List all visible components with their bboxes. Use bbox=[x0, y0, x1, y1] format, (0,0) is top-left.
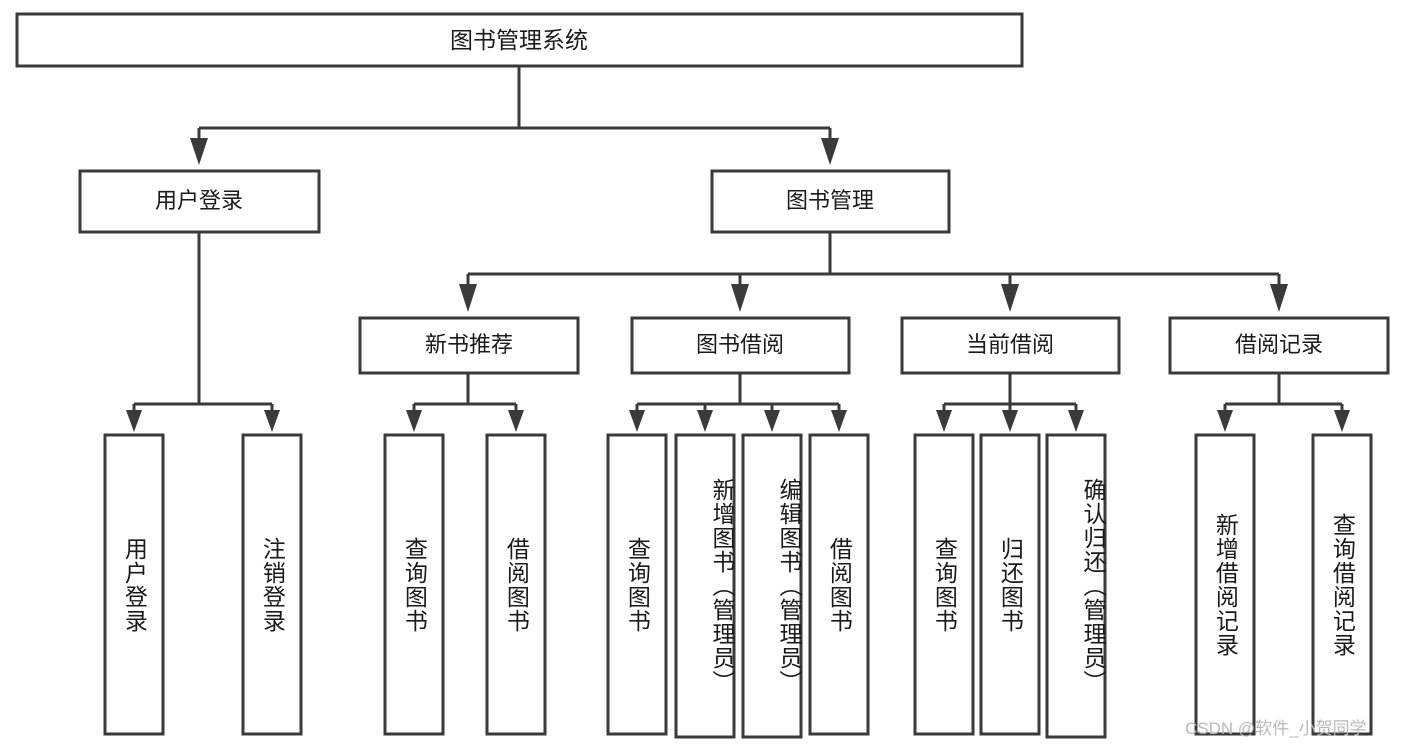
node-book-management-label: 图书管理 bbox=[786, 188, 874, 213]
edge-group-borrow-record bbox=[1217, 373, 1350, 432]
arrow-head-icon bbox=[406, 410, 422, 432]
node-book-borrow-box[interactable] bbox=[630, 316, 851, 375]
watermark-text: CSDN @软件_小贺同学 bbox=[1185, 719, 1367, 738]
arrow-head-icon bbox=[1270, 284, 1288, 312]
edge-group-current-borrow bbox=[936, 373, 1084, 432]
arrow-head-icon bbox=[731, 284, 749, 312]
node-borrow-record[interactable]: 借阅记录 bbox=[1168, 316, 1390, 375]
node-current-borrow-box[interactable] bbox=[900, 316, 1121, 375]
node-book-borrow[interactable]: 图书借阅 bbox=[630, 316, 851, 375]
node-current-borrow[interactable]: 当前借阅 bbox=[900, 316, 1121, 375]
node-new-book-recommend[interactable]: 新书推荐 bbox=[358, 316, 580, 375]
leaf-box-return-book[interactable] bbox=[979, 433, 1041, 736]
arrow-head-icon bbox=[126, 410, 142, 432]
node-user-login-box[interactable] bbox=[78, 169, 321, 234]
arrow-head-icon bbox=[821, 138, 839, 165]
arrow-head-icon bbox=[1068, 410, 1084, 432]
node-root[interactable]: 图书管理系统 bbox=[15, 12, 1024, 68]
arrow-head-icon bbox=[459, 284, 477, 312]
leaf-box-confirm-return-admin[interactable] bbox=[1045, 433, 1107, 739]
node-user-login[interactable]: 用户登录 bbox=[78, 169, 321, 234]
node-new-book-recommend-label: 新书推荐 bbox=[425, 332, 513, 357]
leaf-box-user-login[interactable] bbox=[103, 433, 165, 736]
edge-group-root bbox=[190, 66, 839, 165]
leaf-box-logout[interactable] bbox=[241, 433, 303, 736]
leaf-box-edit-book-admin[interactable] bbox=[741, 433, 803, 739]
node-root-label: 图书管理系统 bbox=[450, 27, 588, 53]
leaf-box-query-book-new[interactable] bbox=[383, 433, 445, 736]
arrow-head-icon bbox=[831, 410, 847, 432]
arrow-head-icon bbox=[508, 410, 524, 432]
arrow-head-icon bbox=[1001, 284, 1019, 312]
arrow-head-icon bbox=[1002, 410, 1018, 432]
leaf-box-add-book-admin[interactable] bbox=[674, 433, 736, 739]
node-borrow-record-label: 借阅记录 bbox=[1235, 332, 1323, 357]
edge-group-book-borrow bbox=[629, 373, 847, 432]
leaf-box-query-book-current[interactable] bbox=[913, 433, 975, 736]
leaf-node-group bbox=[103, 433, 1373, 739]
node-book-borrow-label: 图书借阅 bbox=[696, 332, 784, 357]
node-borrow-record-box[interactable] bbox=[1168, 316, 1390, 375]
edge-group-new-book bbox=[406, 373, 524, 432]
node-book-management-box[interactable] bbox=[710, 169, 951, 234]
arrow-head-icon bbox=[1217, 410, 1233, 432]
edge-group-book-mgmt bbox=[459, 232, 1288, 312]
node-book-management[interactable]: 图书管理 bbox=[710, 169, 951, 234]
edge-group-user-login bbox=[126, 232, 280, 432]
node-user-login-label: 用户登录 bbox=[155, 188, 243, 213]
leaf-box-query-book-borrow[interactable] bbox=[606, 433, 668, 736]
node-current-borrow-label: 当前借阅 bbox=[966, 332, 1054, 357]
node-root-box[interactable] bbox=[15, 12, 1024, 68]
leaf-box-borrow-book-new[interactable] bbox=[485, 433, 547, 736]
leaf-box-borrow-book[interactable] bbox=[808, 433, 870, 736]
arrow-head-icon bbox=[697, 410, 713, 432]
leaf-box-query-borrow-record[interactable] bbox=[1311, 433, 1373, 736]
arrow-head-icon bbox=[1334, 410, 1350, 432]
arrow-head-icon bbox=[629, 410, 645, 432]
arrow-head-icon bbox=[936, 410, 952, 432]
node-new-book-recommend-box[interactable] bbox=[358, 316, 580, 375]
arrow-head-icon bbox=[764, 410, 780, 432]
arrow-head-icon bbox=[264, 410, 280, 432]
leaf-box-add-borrow-record[interactable] bbox=[1194, 433, 1256, 736]
arrow-head-icon bbox=[190, 138, 208, 165]
